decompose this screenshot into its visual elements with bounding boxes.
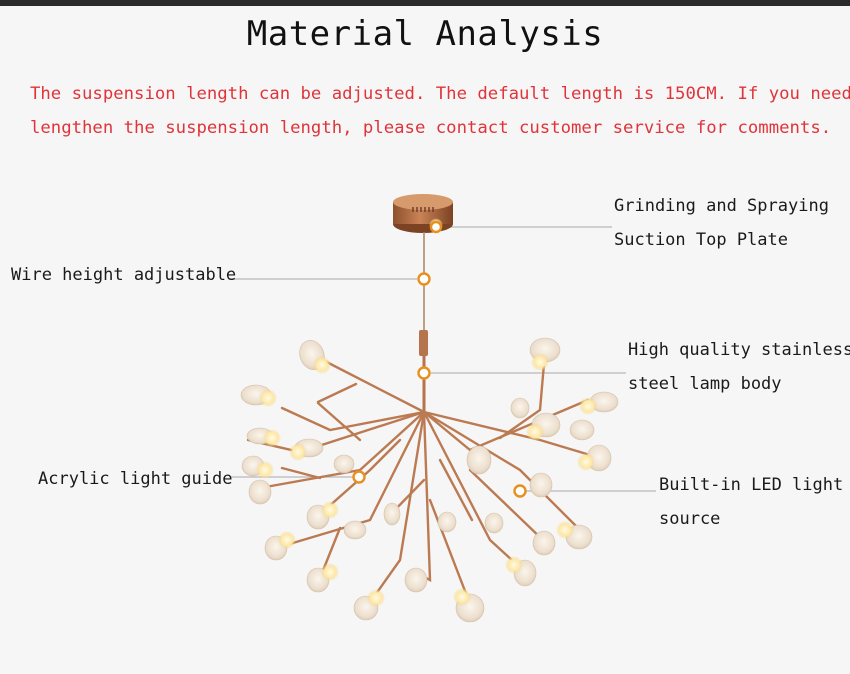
label-light-guide: Acrylic light guide: [38, 469, 233, 489]
label-top-plate-line-1: Grinding and Spraying: [614, 196, 829, 216]
marker-top-plate: [429, 220, 443, 234]
top-border-bar: [0, 0, 850, 6]
suspension-note-line-1: The suspension length can be adjusted. T…: [30, 84, 850, 104]
label-wire: Wire height adjustable: [11, 265, 237, 285]
label-led-line-2: source: [659, 509, 721, 529]
marker-wire: [417, 272, 431, 286]
canopy: [393, 194, 453, 233]
label-top-plate-line-2: Suction Top Plate: [614, 230, 788, 250]
label-led-line-1: Built-in LED light: [659, 475, 844, 495]
suspension-note-line-2: lengthen the suspension length, please c…: [30, 118, 832, 138]
label-lamp-body-line-2: steel lamp body: [628, 374, 782, 394]
page-title: Material Analysis: [246, 14, 604, 54]
callout-markers: [352, 220, 527, 498]
lamp-body-rod: [419, 330, 428, 356]
label-lamp-body-line-1: High quality stainless: [628, 340, 850, 360]
callout-leader-lines: [228, 226, 656, 492]
marker-led: [513, 484, 527, 498]
marker-lamp-body: [417, 366, 431, 380]
led-bulbs: [256, 218, 597, 607]
marker-light-guide: [352, 470, 366, 484]
acrylic-leaves: [240, 337, 619, 623]
